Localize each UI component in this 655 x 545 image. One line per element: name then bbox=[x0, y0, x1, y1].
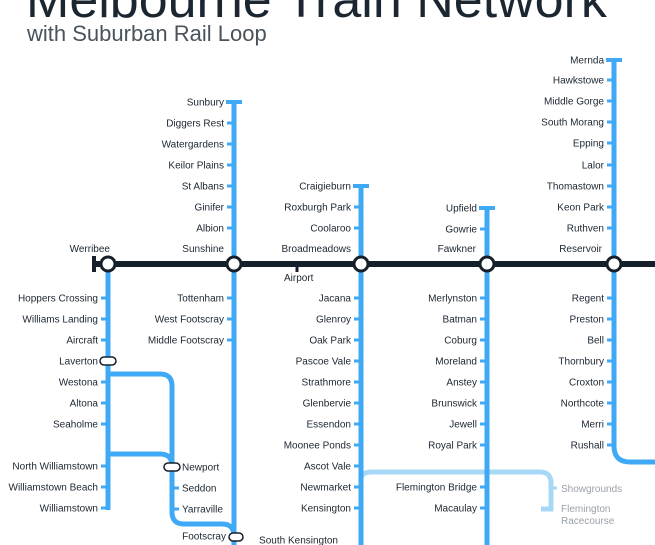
station-merlynston: Merlynston bbox=[428, 294, 477, 305]
station-reservoir: Reservoir bbox=[559, 244, 602, 255]
station-albion: Albion bbox=[196, 224, 224, 235]
station-fawkner: Fawkner bbox=[438, 244, 477, 255]
station-williams-landing: Williams Landing bbox=[22, 315, 98, 326]
station-mernda: Mernda bbox=[570, 56, 604, 67]
altona-loop-line bbox=[108, 371, 237, 545]
station-jacana: Jacana bbox=[319, 294, 352, 305]
interchange-fawkner bbox=[478, 255, 496, 273]
interchange-laverton bbox=[99, 356, 117, 366]
station-merri: Merri bbox=[581, 420, 604, 431]
station-northcote: Northcote bbox=[561, 399, 605, 410]
station-jewell: Jewell bbox=[449, 420, 477, 431]
station-keon-park: Keon Park bbox=[557, 203, 605, 214]
station-sunbury: Sunbury bbox=[187, 98, 224, 109]
station-essendon: Essendon bbox=[307, 420, 351, 431]
station-st-albans: St Albans bbox=[182, 182, 224, 193]
station-craigieburn: Craigieburn bbox=[299, 182, 351, 193]
station-anstey: Anstey bbox=[446, 378, 477, 389]
station-west-footscray: West Footscray bbox=[155, 315, 224, 326]
station-aircraft: Aircraft bbox=[66, 336, 98, 347]
station-werribee: Werribee bbox=[70, 244, 111, 255]
interchange-broadmeadows bbox=[352, 255, 370, 273]
station-macaulay: Macaulay bbox=[434, 504, 477, 515]
station-keilor-plains: Keilor Plains bbox=[168, 161, 224, 172]
station-ginifer: Ginifer bbox=[195, 203, 225, 214]
station-flemington-racecourse-a: Flemington bbox=[561, 504, 610, 515]
station-flemington-racecourse-b: Racecourse bbox=[561, 516, 615, 527]
station-royal-park: Royal Park bbox=[428, 441, 478, 452]
station-showgrounds: Showgrounds bbox=[561, 484, 622, 495]
interchange-sunshine bbox=[225, 255, 243, 273]
station-preston: Preston bbox=[570, 315, 604, 326]
station-brunswick: Brunswick bbox=[431, 399, 478, 410]
station-oak-park: Oak Park bbox=[309, 336, 352, 347]
station-south-morang: South Morang bbox=[541, 118, 604, 129]
station-newport: Newport bbox=[182, 463, 219, 474]
station-croxton: Croxton bbox=[569, 378, 604, 389]
station-williamstown-beach: Williamstown Beach bbox=[9, 483, 98, 494]
station-flemington-bridge: Flemington Bridge bbox=[396, 483, 478, 494]
interchange-newport bbox=[163, 462, 181, 472]
station-westona: Westona bbox=[59, 378, 99, 389]
station-williamstown: Williamstown bbox=[40, 504, 98, 515]
station-bell: Bell bbox=[587, 336, 604, 347]
station-regent: Regent bbox=[572, 294, 604, 305]
station-gowrie: Gowrie bbox=[445, 225, 477, 236]
station-hawkstowe: Hawkstowe bbox=[553, 76, 605, 87]
station-thomastown: Thomastown bbox=[547, 182, 604, 193]
station-altona: Altona bbox=[70, 399, 99, 410]
station-coburg: Coburg bbox=[444, 336, 477, 347]
page-subtitle: with Suburban Rail Loop bbox=[27, 21, 267, 46]
station-moonee-ponds: Moonee Ponds bbox=[284, 441, 351, 452]
station-sunshine: Sunshine bbox=[182, 244, 224, 255]
station-glenbervie: Glenbervie bbox=[303, 399, 352, 410]
station-epping: Epping bbox=[573, 139, 604, 150]
interchange-werribee bbox=[99, 255, 117, 273]
station-ruthven: Ruthven bbox=[567, 224, 604, 235]
page-title: Melbourne Train Network bbox=[26, 0, 607, 29]
station-middle-footscray: Middle Footscray bbox=[148, 336, 224, 347]
station-laverton: Laverton bbox=[59, 357, 98, 368]
station-middle-gorge: Middle Gorge bbox=[544, 97, 604, 108]
station-broadmeadows: Broadmeadows bbox=[282, 244, 351, 255]
station-coolaroo: Coolaroo bbox=[310, 224, 351, 235]
station-kensington: Kensington bbox=[301, 504, 351, 515]
williamstown-connector-line bbox=[108, 451, 175, 467]
station-rushall: Rushall bbox=[571, 441, 604, 452]
station-seaholme: Seaholme bbox=[53, 420, 98, 431]
station-batman: Batman bbox=[443, 315, 477, 326]
station-yarraville: Yarraville bbox=[182, 505, 223, 516]
station-lalor: Lalor bbox=[582, 161, 605, 172]
station-newmarket: Newmarket bbox=[300, 483, 351, 494]
station-watergardens: Watergardens bbox=[162, 140, 224, 151]
station-south-kensington: South Kensington bbox=[259, 536, 338, 545]
station-north-williamstown: North Williamstown bbox=[12, 462, 98, 473]
station-ascot-vale: Ascot Vale bbox=[304, 462, 351, 473]
station-moreland: Moreland bbox=[435, 357, 477, 368]
station-glenroy: Glenroy bbox=[316, 315, 351, 326]
interchange-reservoir bbox=[605, 255, 623, 273]
station-tottenham: Tottenham bbox=[177, 294, 224, 305]
station-pascoe-vale: Pascoe Vale bbox=[296, 357, 352, 368]
interchange-footscray bbox=[228, 532, 244, 542]
station-diggers-rest: Diggers Rest bbox=[166, 119, 224, 130]
station-thornbury: Thornbury bbox=[558, 357, 604, 368]
station-hoppers-crossing: Hoppers Crossing bbox=[18, 294, 98, 305]
station-strathmore: Strathmore bbox=[302, 378, 352, 389]
station-footscray: Footscray bbox=[182, 532, 226, 543]
station-airport: Airport bbox=[284, 273, 314, 284]
station-upfield: Upfield bbox=[446, 204, 477, 215]
station-roxburgh-park: Roxburgh Park bbox=[284, 203, 352, 214]
station-seddon: Seddon bbox=[182, 484, 216, 495]
